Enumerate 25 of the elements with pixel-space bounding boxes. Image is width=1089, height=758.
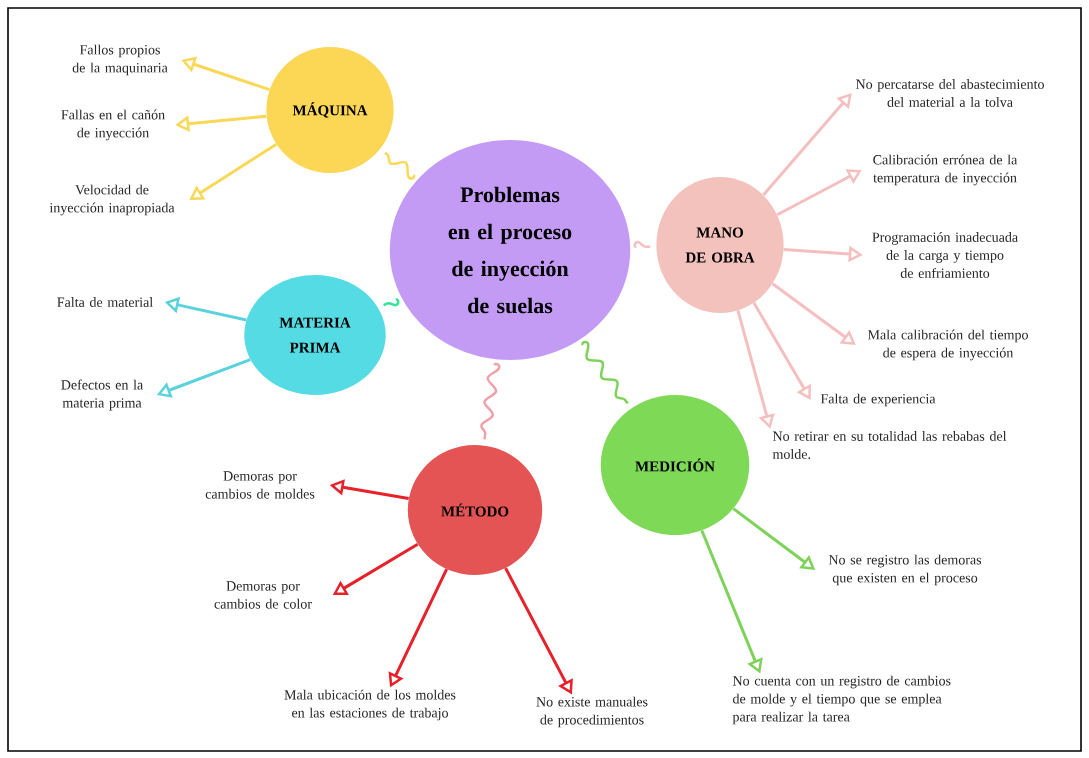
cause-text: No se registro las demoras que existen en el proceso bbox=[828, 554, 982, 586]
cause-text: No existe manuales de procedimientos bbox=[536, 696, 648, 728]
wavy-connector bbox=[633, 240, 651, 249]
wavy-connector bbox=[581, 340, 629, 405]
cause-text: Demoras por cambios de color bbox=[214, 581, 312, 609]
cause-text: Mala calibración del tiempo de espera de inyección bbox=[867, 329, 1028, 361]
cause-text: Fallas en el cañón de inyección bbox=[61, 109, 165, 141]
cause-text: No cuenta con un registro de cambios de molde y el tiempo que se emplea para realizar la tarea bbox=[732, 675, 951, 725]
cause-text: Falta de experiencia bbox=[820, 393, 936, 407]
cause-text: Velocidad de inyección inapropiada bbox=[49, 184, 175, 216]
cause-text: Defectos en la materia prima bbox=[61, 379, 143, 411]
cause-text: Programación inadecuada de la carga y tiempo de enfriamiento bbox=[872, 232, 1018, 278]
wavy-connector bbox=[384, 151, 415, 180]
arrow bbox=[771, 282, 856, 345]
cause-text: Mala ubicación de los moldes en las estaciones de trabajo bbox=[284, 689, 456, 721]
wavy-connector bbox=[383, 298, 400, 307]
arrow bbox=[752, 302, 811, 400]
wavy-connector bbox=[480, 362, 501, 440]
cause-text: Fallos propios de la maquinaria bbox=[72, 44, 168, 76]
cause-text: No percatarse del abastecimiento del material a la tolva bbox=[855, 79, 1044, 107]
cause-text: Demoras por cambios de moldes bbox=[205, 471, 315, 499]
cause-text: Falta de material bbox=[57, 297, 153, 307]
arrow bbox=[762, 93, 852, 196]
cause-text: Calibración errónea de la temperatura de inyección bbox=[873, 154, 1018, 186]
cause-text: No retirar en su totalidad las rebabas del molde. bbox=[772, 431, 1007, 459]
